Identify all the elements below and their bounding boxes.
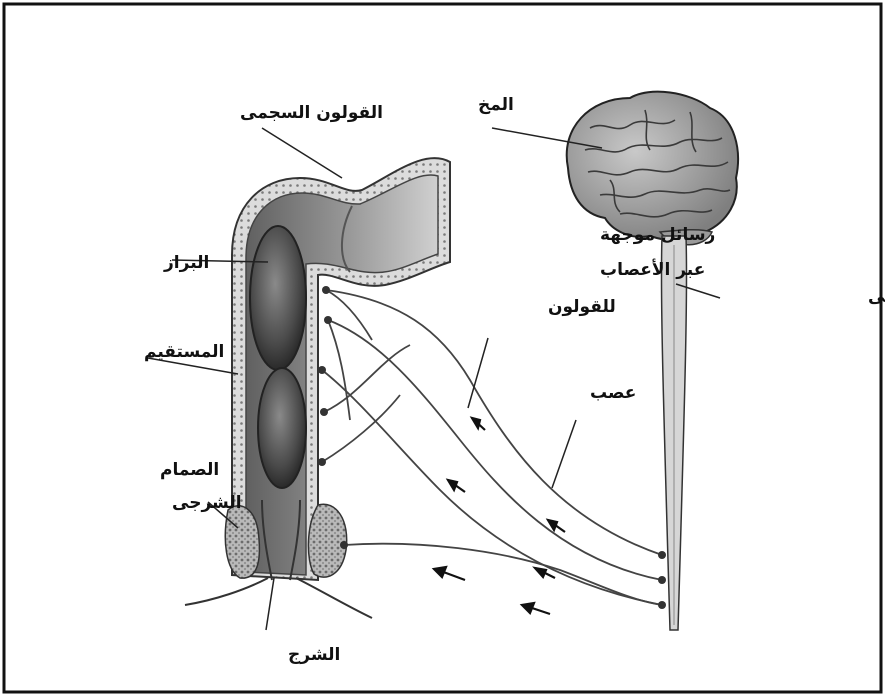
label-nerve: عصب bbox=[590, 383, 636, 403]
feces-mass-upper bbox=[250, 226, 306, 370]
nerve-ending-1 bbox=[322, 286, 330, 294]
spinal-junction-3 bbox=[658, 601, 666, 609]
label-sphincter-line1: الصمام bbox=[160, 460, 219, 480]
spinal-junction-1 bbox=[658, 551, 666, 559]
nerve-ending-5 bbox=[318, 458, 326, 466]
spinal-junction-2 bbox=[658, 576, 666, 584]
nerve-ending-2 bbox=[324, 316, 332, 324]
label-sigmoid-colon: القولون السجمى bbox=[240, 103, 383, 123]
label-anus: الشرج bbox=[288, 645, 340, 665]
label-messages-line2: عبر الأعصاب bbox=[600, 259, 705, 280]
sphincter-right bbox=[308, 504, 346, 577]
nerve-ending-3 bbox=[318, 366, 326, 374]
nerve-ending-6 bbox=[340, 541, 348, 549]
label-feces: البراز bbox=[163, 253, 209, 273]
nerve-ending-4 bbox=[320, 408, 328, 416]
sphincter-left bbox=[225, 506, 259, 578]
label-sphincter-line2: الشرجى bbox=[172, 493, 242, 513]
label-rectum: المستقيم bbox=[144, 342, 224, 362]
label-messages-line3: للقولون bbox=[548, 297, 616, 317]
label-brain: المخ bbox=[478, 95, 514, 115]
label-messages-line1: رسائل موجهة bbox=[600, 225, 715, 245]
feces-mass-lower bbox=[258, 368, 306, 488]
label-spinal-cord: الحبل الشوكى bbox=[868, 287, 885, 307]
